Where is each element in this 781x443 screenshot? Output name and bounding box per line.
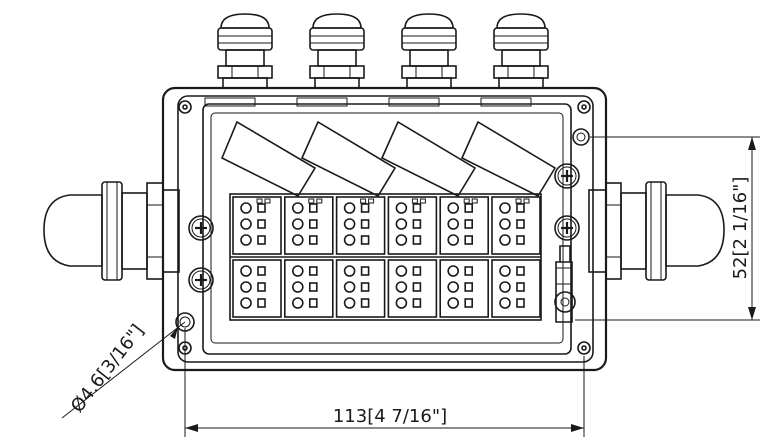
top-gland-1 bbox=[217, 13, 273, 89]
screw bbox=[188, 267, 214, 293]
terminal-block bbox=[387, 259, 438, 318]
right-cable-gland bbox=[588, 181, 725, 281]
terminal-block bbox=[335, 196, 386, 255]
screw bbox=[554, 163, 580, 189]
height-dimension: 52[2 1/16"] bbox=[575, 136, 760, 321]
screws bbox=[188, 163, 580, 293]
screw bbox=[188, 215, 214, 241]
screw bbox=[554, 215, 580, 241]
terminal-block bbox=[439, 196, 490, 255]
terminal-block bbox=[335, 259, 386, 318]
terminal-block bbox=[439, 259, 490, 318]
top-gland-4 bbox=[493, 13, 549, 89]
top-gland-3 bbox=[401, 13, 457, 89]
terminal-block-array bbox=[229, 193, 542, 321]
terminal-block bbox=[283, 196, 334, 255]
top-gland-2 bbox=[309, 13, 365, 89]
left-cable-gland bbox=[43, 181, 180, 281]
cable-clamp-wedges bbox=[220, 120, 557, 198]
terminal-block bbox=[283, 259, 334, 318]
ground-lug bbox=[554, 245, 576, 323]
terminal-block bbox=[232, 259, 282, 318]
hole-diameter-callout: Ø4.6[3/16"] bbox=[61, 321, 186, 419]
width-dimension: 113[4 7/16"] bbox=[184, 328, 585, 437]
width-dimension-label: 113[4 7/16"] bbox=[333, 406, 447, 427]
hole-diameter-label: Ø4.6[3/16"] bbox=[67, 321, 149, 417]
corner-holes bbox=[175, 100, 591, 355]
top-cable-glands bbox=[217, 13, 549, 89]
terminal-block bbox=[491, 259, 541, 318]
terminal-block bbox=[491, 196, 541, 255]
terminal-block bbox=[387, 196, 438, 255]
height-dimension-label: 52[2 1/16"] bbox=[730, 177, 751, 280]
terminal-block bbox=[232, 196, 282, 255]
